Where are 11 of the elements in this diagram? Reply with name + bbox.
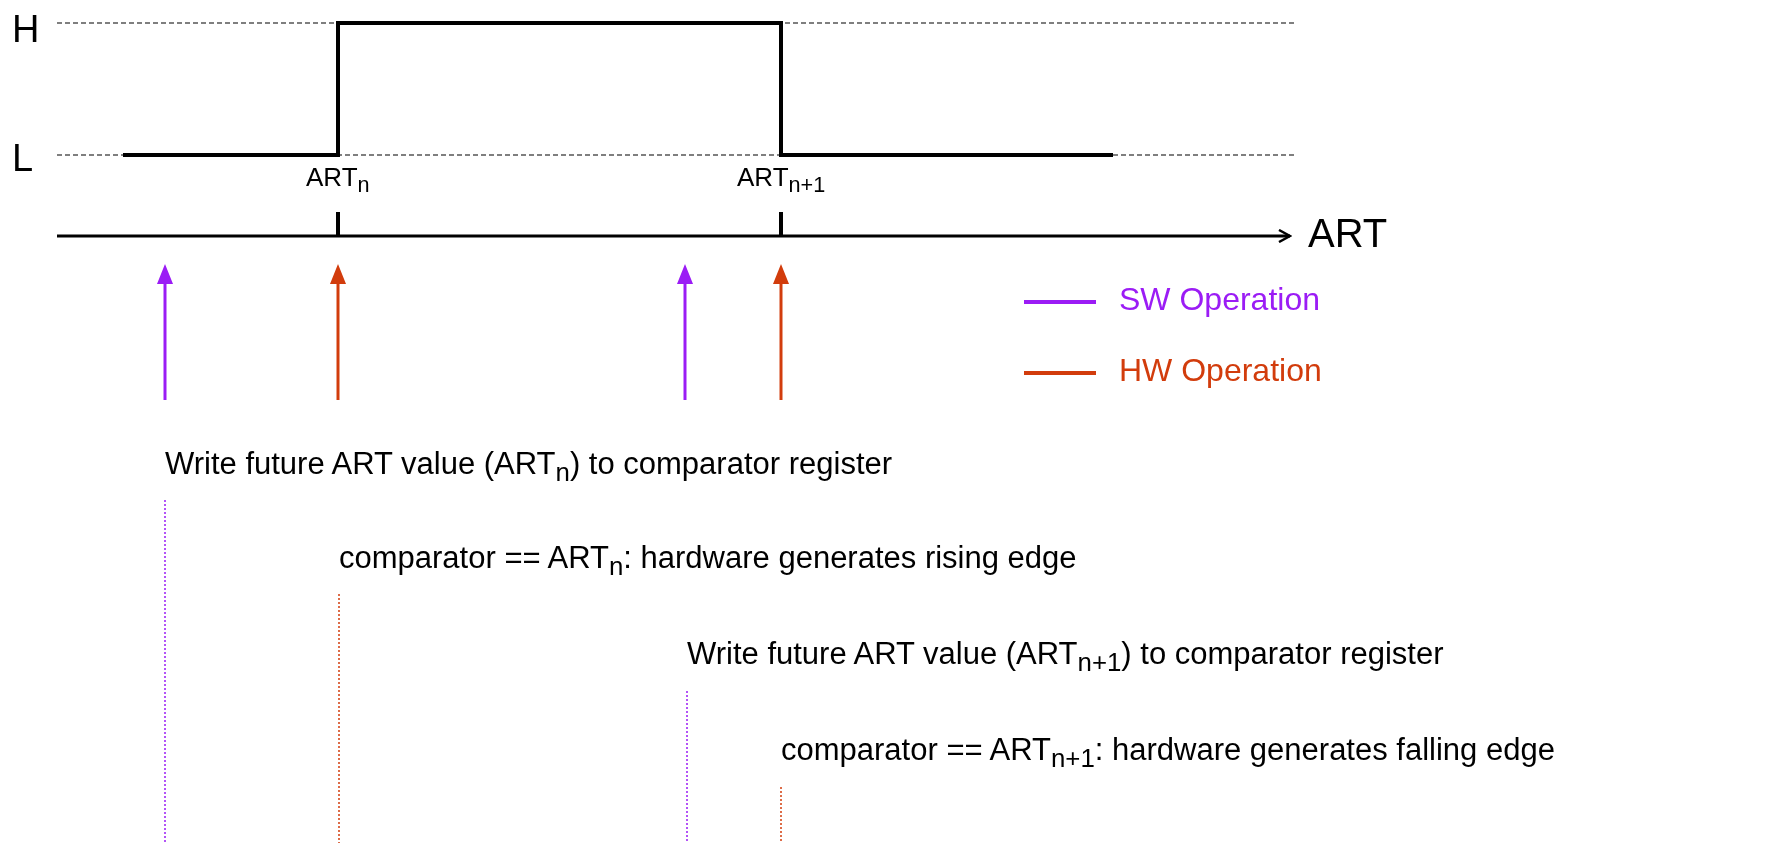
legend-text: HW Operation [1119, 352, 1322, 389]
axis-label: ART [1308, 210, 1388, 256]
step-description: comparator == ART$_{n+1}$: hardware generates falling edge [781, 732, 1555, 774]
step-description: comparator == ART$_{n}$: hardware generates rising edge [339, 540, 1077, 582]
level-label: H [12, 8, 40, 52]
time-label: ART$_{n}$ [306, 163, 370, 199]
step-description: Write future ART value (ART$_{n+1}$) to comparator register [687, 636, 1444, 678]
step-description: Write future ART value (ART$_{n}$) to comparator register [165, 446, 893, 488]
level-label: L [12, 137, 34, 181]
legend-text: SW Operation [1119, 281, 1320, 318]
time-label: ART$_{n+1}$ [737, 163, 826, 199]
